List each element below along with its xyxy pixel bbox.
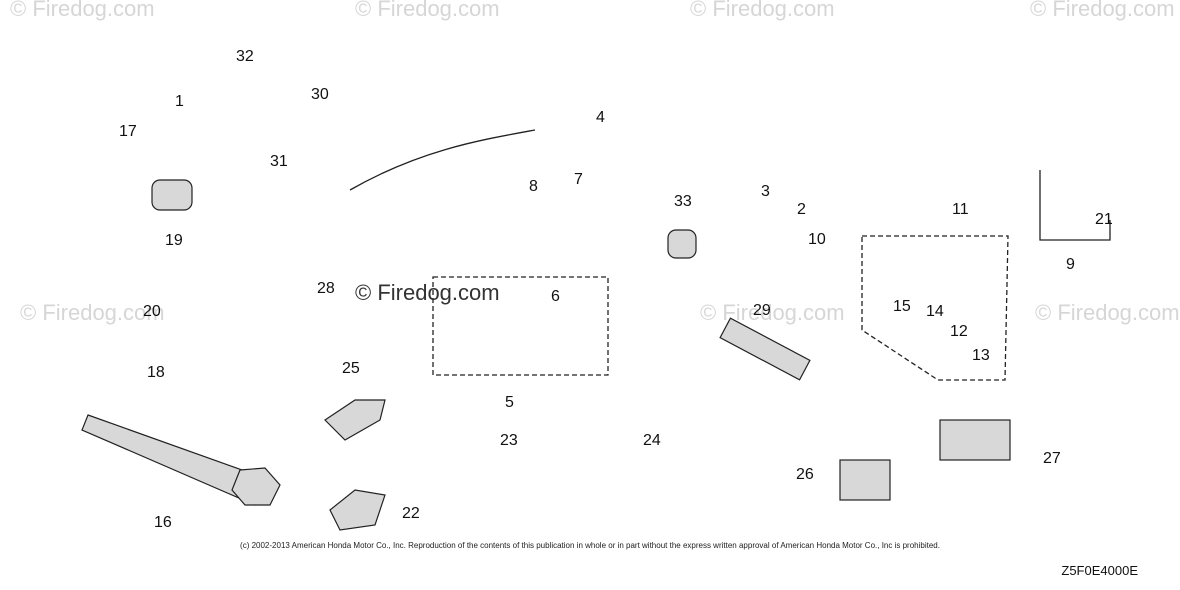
watermark: © Firedog.com	[700, 300, 845, 325]
mount-26	[839, 459, 891, 501]
watermark: © Firedog.com	[355, 0, 500, 21]
callout: 16	[154, 514, 172, 531]
callout: 24	[643, 432, 661, 449]
callout: 20	[143, 303, 161, 320]
watermark: © Firedog.com	[1035, 300, 1180, 325]
watermark: © Firedog.com	[20, 300, 165, 325]
callout: 3	[761, 183, 770, 200]
mount-27	[939, 419, 1011, 461]
callout: 5	[505, 394, 514, 411]
callout: 7	[574, 171, 583, 188]
callout: 29	[753, 302, 771, 319]
callout: 30	[311, 86, 329, 103]
hex-16	[231, 467, 281, 506]
callout: 1	[175, 93, 184, 110]
callout: 32	[236, 48, 254, 65]
callout: 15	[893, 298, 911, 315]
callout: 27	[1043, 450, 1061, 467]
callout: 17	[119, 123, 137, 140]
callout: 10	[808, 231, 826, 248]
plug-29	[719, 317, 811, 381]
callout: 13	[972, 347, 990, 364]
callout: 11	[952, 201, 969, 218]
bracket-9	[1039, 170, 1111, 241]
callout: 23	[500, 432, 518, 449]
callout: 26	[796, 466, 814, 483]
watermark: © Firedog.com	[1030, 0, 1175, 21]
callout: 21	[1095, 211, 1113, 228]
box-11	[861, 235, 1009, 381]
callout: 22	[402, 505, 420, 522]
callout: 25	[342, 360, 360, 377]
wire-8	[349, 129, 536, 191]
box-5	[432, 276, 609, 376]
callout: 6	[551, 288, 560, 305]
copyright-notice: (c) 2002-2013 American Honda Motor Co., …	[240, 541, 940, 550]
gasket-25	[324, 399, 386, 441]
callout: 8	[529, 178, 538, 195]
callout: 33	[674, 193, 692, 210]
callout: 12	[950, 323, 968, 340]
watermark: © Firedog.com	[690, 0, 835, 21]
callout: 2	[797, 201, 806, 218]
callout: 18	[147, 364, 165, 381]
callout: 9	[1066, 256, 1075, 273]
callout: 19	[165, 232, 183, 249]
watermark: © Firedog.com	[355, 280, 500, 305]
callout: 14	[926, 303, 944, 320]
callout: 4	[596, 109, 605, 126]
watermark: © Firedog.com	[10, 0, 155, 21]
pipe-19	[151, 179, 193, 211]
callout: 28	[317, 280, 335, 297]
grommet-33	[667, 229, 697, 259]
callout: 31	[270, 153, 288, 170]
gasket-22	[329, 489, 386, 531]
diagram-code: Z5F0E4000E	[1061, 563, 1138, 578]
